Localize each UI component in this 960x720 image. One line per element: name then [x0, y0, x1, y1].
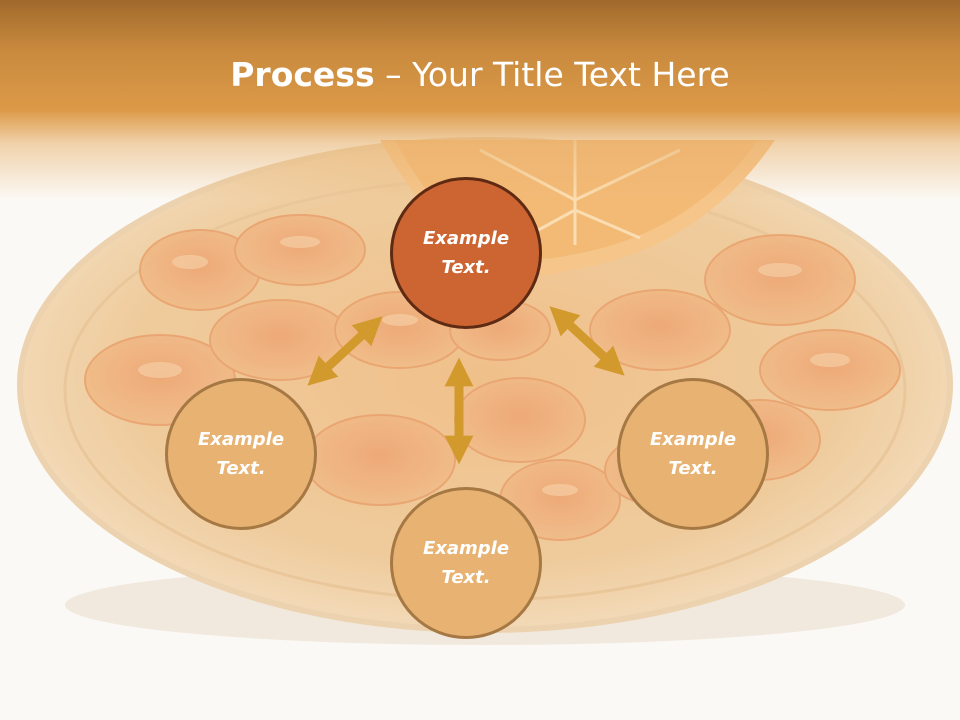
arrow-top-left — [307, 316, 383, 386]
node-left-line2: Text. — [216, 458, 266, 479]
title-rest: Your Title Text Here — [412, 55, 730, 94]
process-node-left[interactable]: Example Text. — [165, 378, 317, 530]
node-top-line2: Text. — [441, 257, 491, 278]
arrow-top-right — [549, 306, 625, 376]
node-bottom-line1: Example — [422, 538, 510, 559]
process-node-top[interactable]: Example Text. — [390, 177, 542, 329]
node-right-line2: Text. — [668, 458, 718, 479]
node-top-line1: Example — [422, 228, 510, 249]
node-right-line1: Example — [649, 429, 737, 450]
process-node-right[interactable]: Example Text. — [617, 378, 769, 530]
node-bottom-line2: Text. — [441, 567, 491, 588]
slide-title: Process – Your Title Text Here — [0, 52, 960, 98]
header-band — [0, 0, 960, 200]
title-separator: – — [385, 55, 402, 94]
title-bold: Process — [230, 55, 375, 94]
node-left-line1: Example — [197, 429, 285, 450]
process-node-bottom[interactable]: Example Text. — [390, 487, 542, 639]
